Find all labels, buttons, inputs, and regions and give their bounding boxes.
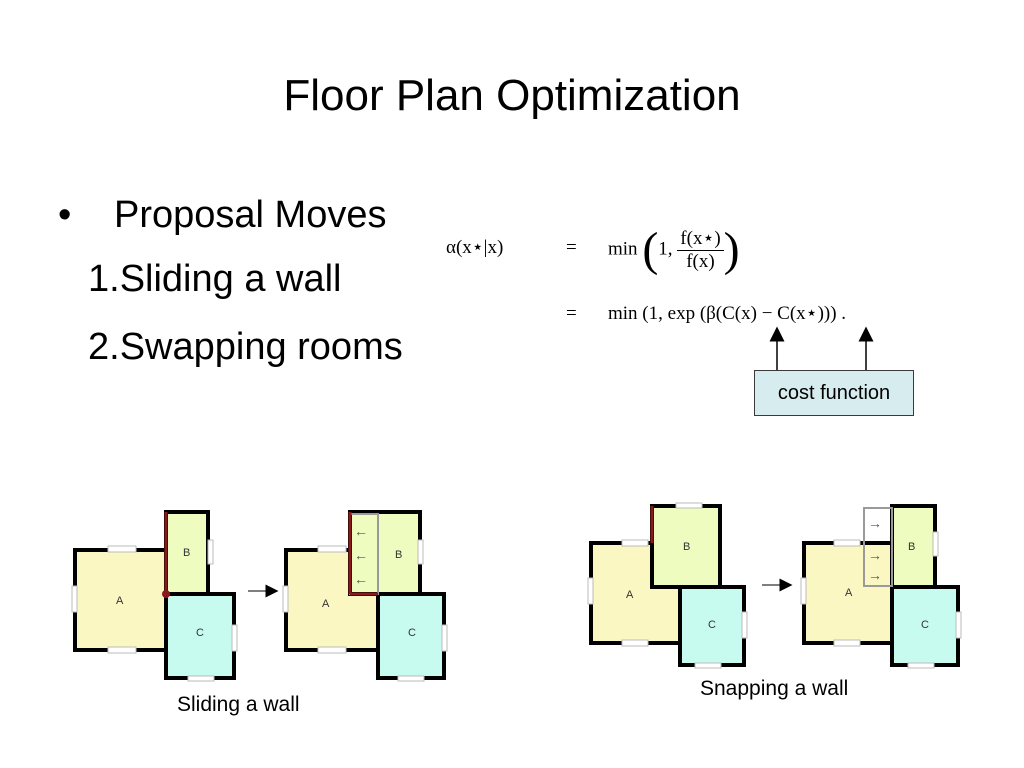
door [107, 646, 137, 654]
wall-joint-icon [162, 590, 170, 598]
door [187, 675, 215, 682]
floorplan-slide-before: A B C [71, 510, 238, 682]
floorplan-snap-before: A B C [587, 502, 748, 669]
door [675, 502, 703, 509]
cost-function-box: cost function [754, 370, 914, 416]
room-c-label: C [708, 619, 716, 631]
bullet-proposal-moves: • Proposal Moves [58, 190, 386, 240]
formula-line1-rhs: min (1, f(x⋆) f(x) ) [608, 226, 740, 274]
formula-line1-lhs: α(x⋆|x) [446, 237, 504, 258]
bullet-dot-icon: • [58, 194, 72, 236]
bullet-text: Proposal Moves [114, 194, 387, 236]
door [907, 662, 935, 669]
window [932, 531, 939, 557]
floorplan-snap-after: → → → A B C [800, 504, 962, 669]
room-a-label: A [626, 589, 634, 601]
window [231, 624, 238, 652]
room-a-label: A [116, 595, 124, 607]
slide-arrow-icon: ← [354, 547, 368, 563]
formula-line2-rhs: min (1, exp (β(C(x) − C(x⋆))) . [608, 303, 847, 324]
door [397, 675, 425, 682]
room-b-label: B [183, 547, 190, 559]
list-item-sliding: 1.Sliding a wall [88, 258, 342, 300]
room-b-label: B [908, 541, 915, 553]
caption-snapping-wall: Snapping a wall [700, 677, 849, 700]
snap-arrow-icon: → [868, 567, 882, 583]
door [621, 539, 649, 547]
snap-arrow-icon: → [868, 515, 882, 531]
room-c-label: C [921, 619, 929, 631]
window [587, 577, 594, 605]
door [621, 639, 649, 647]
room-a-label: A [845, 587, 853, 599]
window [800, 577, 807, 605]
formula-numerator: f(x⋆) [677, 228, 724, 251]
floorplan-slide-after: ← ← ← A B C [282, 510, 448, 682]
door [833, 539, 861, 547]
room-b-label: B [395, 549, 402, 561]
room-b-label: B [683, 541, 690, 553]
room-c-label: C [408, 627, 416, 639]
slide-arrow-icon: ← [354, 523, 368, 539]
door [107, 545, 137, 553]
formula-min: min [608, 238, 638, 260]
room-a [802, 541, 894, 645]
window [71, 585, 78, 613]
window [741, 611, 748, 639]
door [833, 639, 861, 647]
window [207, 539, 214, 565]
room-b [650, 504, 722, 589]
formula-fraction: f(x⋆) f(x) [677, 228, 724, 273]
room-c [164, 592, 236, 680]
caption-sliding-wall: Sliding a wall [177, 693, 300, 716]
window [955, 611, 962, 639]
snap-arrow-icon: → [868, 547, 882, 563]
formula-line2-eq: = [566, 303, 577, 324]
window [282, 585, 289, 613]
room-c [678, 585, 746, 667]
room-a-label: A [322, 598, 330, 610]
list-item-swapping: 2.Swapping rooms [88, 326, 403, 368]
formula-paren-close: ) [723, 223, 740, 276]
door [317, 646, 347, 654]
formula-one: 1, [658, 238, 673, 260]
old-wall-outline [863, 507, 893, 587]
room-a [73, 548, 168, 652]
window [441, 624, 448, 652]
door [317, 545, 347, 553]
window [417, 539, 424, 565]
formula-denominator: f(x) [686, 250, 715, 272]
door [694, 662, 722, 669]
formula-paren-open: ( [642, 223, 659, 276]
formula-line1-eq: = [566, 237, 577, 258]
room-c-label: C [196, 627, 204, 639]
slide-arrow-icon: ← [354, 571, 368, 587]
slide-title: Floor Plan Optimization [283, 71, 741, 120]
